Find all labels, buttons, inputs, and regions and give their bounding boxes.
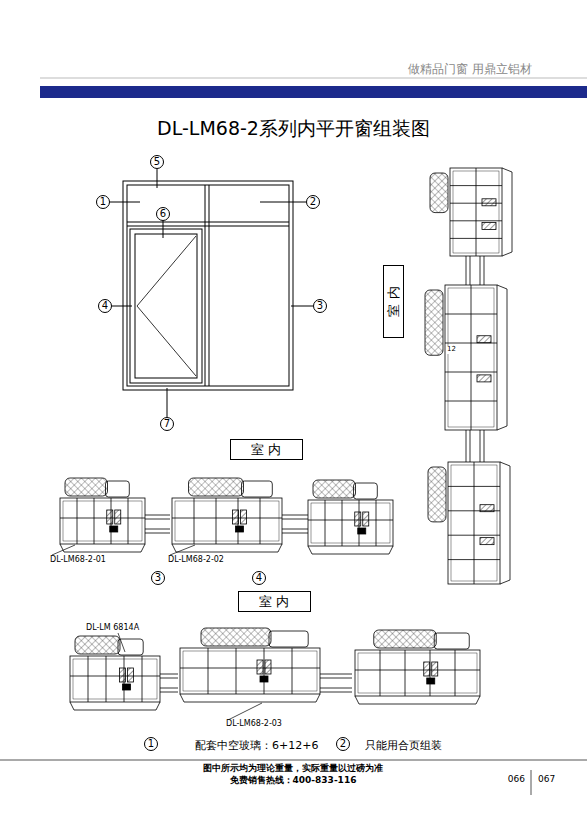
callout-number: 7 [160,417,174,431]
room-side-label: 室 内 [383,265,404,338]
frame-section [172,478,282,552]
node-text: 室 内 [251,443,281,456]
part-number: DL-LM68-2-01 [50,556,106,565]
node-text: 1 [100,197,106,207]
part-number: DL-LM68-2-03 [226,720,282,729]
page-number: 066 [508,775,525,785]
page-title: DL-LM68-2系列内平开窗组装图 [0,118,587,139]
glass [160,674,178,692]
frame-section [430,168,512,256]
node-text: 3 [317,301,323,311]
glass [466,256,484,285]
node-text: 4 [102,301,108,311]
header-slogan: 做精品门窗 用鼎立铝材 [408,63,532,76]
node-text: 5 [154,157,160,167]
node-text: 2 [310,197,316,207]
glass [145,515,170,533]
callout-number: 6 [156,207,170,221]
node-text: 7 [164,419,170,429]
room-side-label: 室 内 [230,439,303,460]
frame-section [425,285,507,430]
frame-section [60,478,145,552]
part-number: DL-LM 6814A [86,624,139,633]
glass [282,515,308,533]
node-text: 4 [256,573,262,583]
frame-section [70,636,160,710]
node-text: 3 [155,573,161,583]
frame-section [355,630,480,704]
callout-number: 3 [313,299,327,313]
node-text: 1 [148,739,154,749]
callout-number: 2 [306,195,320,209]
callout-number: 1 [144,737,158,751]
frame-section [308,480,393,554]
callout-number: 4 [252,571,266,585]
callout-number: 5 [150,155,164,169]
footer-hotline: 免费销售热线：400-833-116 [230,776,357,786]
frame-section [180,628,320,702]
glass [320,674,352,692]
room-side-label: 室 内 [238,591,311,612]
glass [466,430,484,462]
footer-note: 图中所示均为理论重量，实际重量以过磅为准 [203,764,383,774]
node-text: 6 [160,209,166,219]
callout-number: 2 [336,737,350,751]
node-text: 室 内 [259,595,289,608]
callout-number: 3 [151,571,165,585]
note: 只能用合页组装 [365,740,442,752]
node-text: 2 [340,739,346,749]
page-number: 067 [538,775,555,785]
part-number: DL-LM68-2-02 [168,556,224,565]
frame-section [428,462,510,584]
dimension: 12 [447,346,456,354]
node-text: 室 内 [387,286,400,316]
callout-number: 4 [98,299,112,313]
note: 配套中空玻璃：6+12+6 [195,740,318,752]
callout-number: 1 [96,195,110,209]
